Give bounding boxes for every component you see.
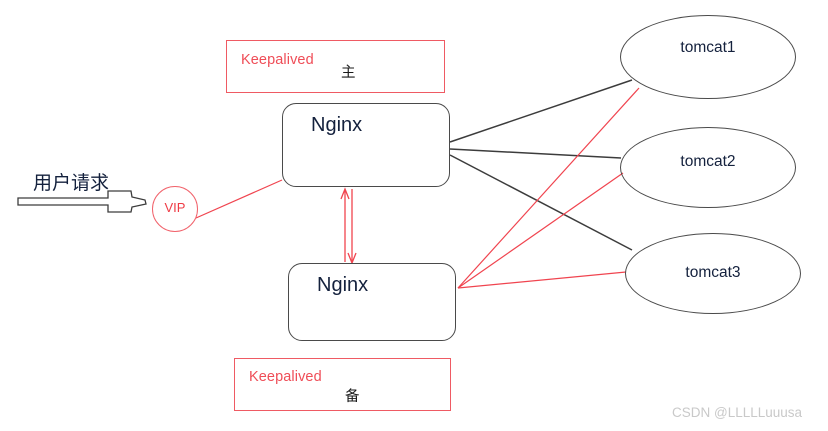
tomcat-node-2[interactable]: tomcat2 [620, 127, 796, 208]
nginx-master-node[interactable]: Nginx [282, 103, 450, 187]
tomcat-label-2: tomcat2 [680, 153, 736, 170]
keepalived-primary-label: Keepalived [241, 52, 314, 68]
nginx-backup-node[interactable]: Nginx [288, 263, 456, 341]
edge-nginx-master-to-tomcat2 [449, 148, 622, 159]
arrowhead-up-icon [340, 187, 350, 200]
keepalived-backup-box[interactable]: Keepalived 备 [234, 358, 451, 411]
edge-nginx-master-to-tomcat3 [449, 154, 633, 251]
keepalived-backup-role: 备 [345, 389, 360, 405]
edge-nginx-master-to-tomcat1 [449, 79, 633, 143]
keepalived-primary-role: 主 [341, 65, 356, 81]
nginx-backup-label: Nginx [317, 274, 369, 296]
edge-vip-to-nginx-master [195, 179, 283, 219]
tomcat-label-1: tomcat1 [680, 39, 736, 56]
nginx-master-label: Nginx [311, 114, 363, 136]
user-request-label: 用户请求 [33, 173, 110, 194]
tomcat-label-3: tomcat3 [685, 264, 741, 281]
tomcat-node-1[interactable]: tomcat1 [620, 15, 796, 99]
edge-nginx-backup-to-tomcat1 [457, 87, 640, 289]
vip-node[interactable]: VIP [152, 186, 198, 232]
arrowhead-down-icon [347, 252, 357, 265]
tomcat-node-3[interactable]: tomcat3 [625, 233, 801, 314]
keepalived-primary-box[interactable]: Keepalived 主 [226, 40, 445, 93]
edge-nginx-backup-to-tomcat2 [457, 172, 624, 289]
keepalived-backup-label: Keepalived [249, 369, 322, 385]
vip-label: VIP [164, 200, 186, 215]
edge-nginx-backup-to-tomcat3 [457, 271, 627, 289]
watermark-text: CSDN @LLLLLuuusa [672, 405, 803, 420]
